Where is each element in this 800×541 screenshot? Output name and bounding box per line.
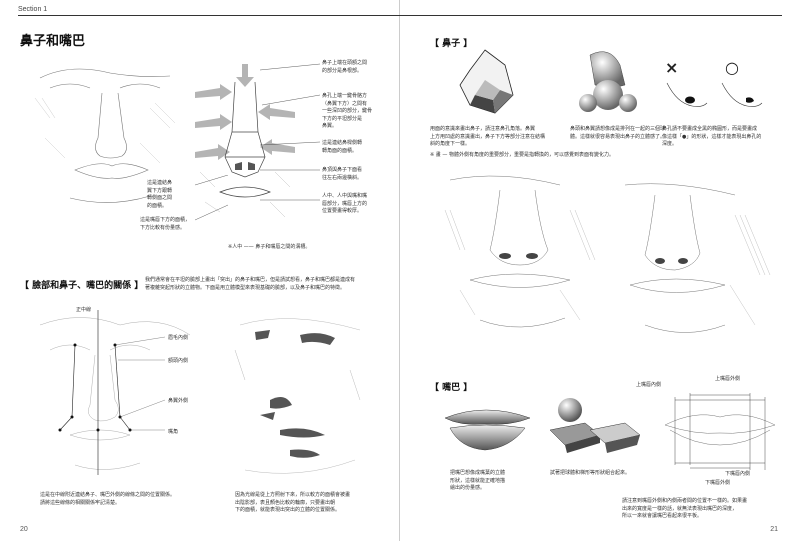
- annotation-nose-side: 這是連結鼻樑側轉 轉角面的面積。: [322, 140, 363, 154]
- section-label: Section 1: [18, 6, 48, 13]
- sphere-trapezoid-model: [549, 398, 641, 453]
- mouth-desc-combine: 試著把球體和梯形等形狀組合起來。: [550, 470, 631, 476]
- faceted-nose-model: [459, 49, 514, 114]
- nose-section-title: 【 鼻子 】: [430, 39, 473, 49]
- leader-lines-top: [260, 63, 321, 201]
- label-lower-lip-inner: 下嘴唇內側: [725, 471, 751, 477]
- face-construction-sketch: [39, 310, 191, 475]
- annotation-lip-bottom: 這是嘴唇下方的面積， 下方比較有份量感。: [140, 217, 191, 231]
- nose-desc-nostrils: 鼻孔請不要畫成全黑的橢圓形，而是要畫成 像這樣「●」的形狀，這樣才能表現出鼻孔的…: [662, 126, 762, 147]
- section-rule-right: [400, 15, 782, 16]
- right-page: 【 鼻子 】 × ○ 用面的意識來畫出鼻子，請注意鼻孔角落。鼻翼 上方用凹處的意…: [400, 0, 800, 541]
- page-title: 鼻子和嘴巴: [20, 34, 86, 49]
- philtrum-note: ※人中 —— 鼻子和嘴唇之間的溝槽。: [228, 244, 311, 250]
- label-eyebrow-inner: 眉毛內側: [168, 335, 189, 341]
- sphere-nose-model: [579, 51, 637, 112]
- label-nose-wing-outer: 鼻翼外側: [168, 398, 189, 404]
- nose-structure-diagram: [195, 64, 295, 218]
- mouth-desc-lip-width: 請注意到嘴唇外側和內側兩者間的位置不一樣的。如果畫 出來的寬度是一樣的話，就無法…: [622, 498, 748, 519]
- section2-intro: 我們通常會在平坦的臉部上畫出「突出」的鼻子和嘴巴，但是請試想看，鼻子和嘴巴都是連…: [145, 277, 356, 291]
- nose-mouth-sketch-angle: [624, 183, 771, 333]
- wrong-symbol: ×: [665, 58, 679, 77]
- lips-sketch-labeled: [664, 393, 776, 470]
- page-number-left: 20: [20, 526, 28, 533]
- section-rule: [18, 15, 400, 16]
- label-upper-lip-inner: 上嘴唇內側: [636, 382, 662, 388]
- nose-desc-facets: 用面的意識來畫出鼻子，請注意鼻孔角落。鼻翼 上方用凹處的意識畫出，鼻子下方等部分…: [430, 126, 546, 147]
- label-lower-lip-outer: 下嘴唇外側: [705, 480, 731, 486]
- mouth-desc-volume: 把嘴巴想像成嘴葉的立體 形狀，這樣就能正確地描 繪出的份量感。: [450, 470, 506, 491]
- lip-model: [444, 409, 531, 451]
- nostril-comparison: [666, 82, 763, 107]
- annotation-nose-root: 鼻子上端在頭額之間 的部分是鼻根部。: [322, 60, 368, 74]
- correct-symbol: ○: [725, 58, 739, 77]
- label-upper-lip-outer: 上嘴唇外側: [715, 376, 741, 382]
- nose-desc-spheres: 鼻頭和鼻翼請想像成是排列在一起的三個球 體。這樣就很容易表現出鼻子的立體感了。: [570, 126, 666, 140]
- section2-title: 【 臉部和鼻子、嘴巴的關係 】: [20, 281, 144, 291]
- face-sketch-left: [34, 68, 176, 203]
- annotation-nose-bottom: 鼻頂與鼻子下面看 往左右兩邊橫斜。: [322, 167, 363, 181]
- nose-note: ※ 畫 — 物體外側有角度的重要部分，重要是指轉換的，可以感覺到表面有變化力。: [430, 152, 614, 158]
- leader-lines-left: [194, 175, 229, 221]
- caption-relationship: 這是在中線附近連結鼻子、嘴巴外側的線條之間的位置關係。 請將這些線條的相關關係牢…: [40, 492, 176, 506]
- left-page: Section 1 鼻子和嘴巴: [18, 0, 400, 541]
- label-forehead-inner: 額頭內側: [168, 358, 189, 364]
- nose-mouth-sketch-front: [444, 175, 596, 328]
- page-number-right: 21: [770, 526, 778, 533]
- annotation-nose-wing: 鼻孔上端一鍵骨骼方 （鼻翼下方）之間有 一些深凹的部分，鍵骨 下方的平坦部分是 …: [322, 93, 373, 129]
- mouth-section-title: 【 嘴巴 】: [430, 383, 473, 393]
- label-midline: 正中線: [76, 307, 92, 313]
- caption-shadow: 因為光線是從上方照射下來，所以較方的面積會被畫 出陰影部，表且顏色比較的輪廓，只…: [235, 492, 351, 513]
- annotation-wing-face: 這是連結鼻 翼下方跟轉 轉側面之間 的面積。: [147, 180, 173, 209]
- label-mouth-corner: 嘴角: [168, 429, 179, 435]
- face-shadow-sketch: [234, 318, 361, 474]
- annotation-philtrum: 人中、人中與嘴和嘴 唇部分，嘴唇上方的 位置要畫得較厚。: [322, 193, 368, 214]
